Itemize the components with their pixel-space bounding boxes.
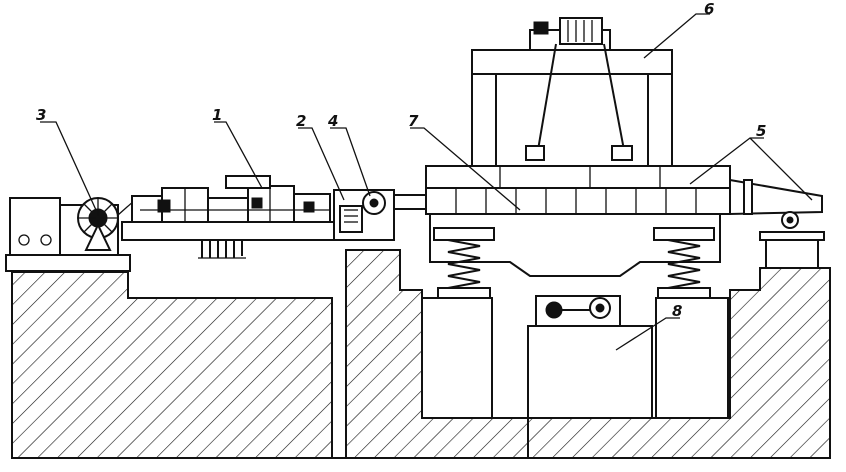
- unit-1-carriage: [121, 175, 335, 259]
- unit-6-press-frame: [471, 17, 673, 171]
- unit-3-winch: [5, 197, 136, 272]
- callout-8: 8: [672, 302, 682, 320]
- callout-6: 6: [704, 0, 714, 18]
- callout-5: 5: [756, 122, 766, 140]
- unit-8-base: [421, 295, 729, 419]
- foundation-ground: [11, 249, 831, 459]
- callout-1: 1: [212, 106, 222, 124]
- unit-7-vibrating-table: [429, 213, 721, 299]
- unit-5-beam: [425, 165, 825, 269]
- callout-2: 2: [296, 112, 306, 130]
- unit-2-4-guide: [333, 189, 427, 241]
- callout-4: 4: [327, 112, 338, 130]
- callout-7: 7: [408, 112, 419, 130]
- callouts: 3 1 2 4 7 5 6 8: [36, 0, 766, 320]
- leader-lines: [40, 13, 813, 351]
- callout-3: 3: [36, 106, 46, 124]
